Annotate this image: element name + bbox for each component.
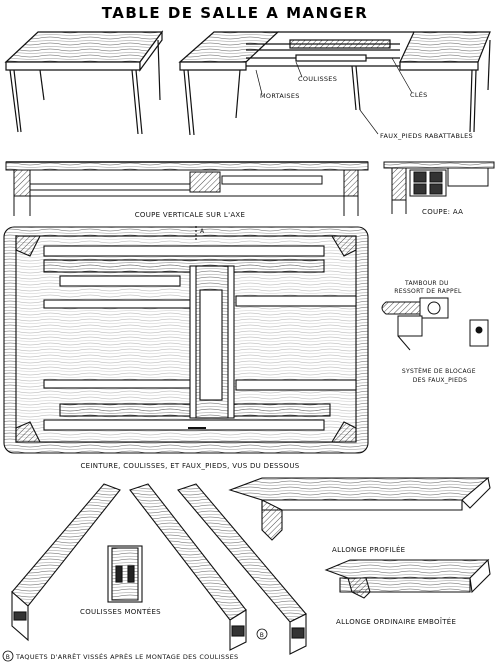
page-title: TABLE DE SALLE A MANGER [102, 4, 369, 22]
section-aa [383, 161, 495, 214]
label-allonge-ordinaire: ALLONGE ORDINAIRE EMBOÎTÉE [336, 617, 456, 626]
label-coulisses: COULISSES [298, 75, 337, 83]
coulisses-perspective [11, 483, 307, 655]
label-tambour: TAMBOUR DU RESSORT DE RAPPEL [394, 280, 462, 295]
allonge-ordinaire-drawing [324, 558, 491, 599]
section-vertical-axis [5, 161, 369, 216]
table-closed-perspective [4, 30, 164, 135]
label-ceinture: CEINTURE, COULISSES, ET FAUX_PIEDS, VUS … [80, 462, 299, 470]
label-faux-pieds: FAUX_PIEDS RABATTABLES [380, 132, 473, 140]
label-coupe-verticale: COUPE VERTICALE SUR L'AXE [135, 211, 246, 219]
label-systeme: SYSTÈME DE BLOCAGE DES FAUX_PIEDS [402, 367, 478, 384]
underside-view [3, 226, 369, 454]
spring-lock-mechanism [381, 297, 489, 351]
table-extended-perspective [178, 31, 491, 136]
marker-b: B [260, 632, 264, 639]
label-coulisses-montees: COULISSES MONTÉES [80, 607, 161, 616]
label-taquets: TAQUETS D'ARRÊT VISSÉS APRÈS LE MONTAGE … [15, 652, 238, 661]
label-section-a: A [200, 228, 205, 235]
allonge-profilee-drawing [228, 476, 491, 541]
label-cles: CLÉS [410, 90, 428, 99]
marker-b-circle [256, 628, 268, 640]
label-mortaises: MORTAISES [260, 92, 300, 100]
label-allonge-profilee: ALLONGE PROFILÉE [332, 545, 405, 554]
label-coupe-aa: COUPE: AA [422, 208, 463, 216]
footnote-marker: B [6, 654, 10, 661]
footnote-marker-circle [2, 650, 14, 662]
